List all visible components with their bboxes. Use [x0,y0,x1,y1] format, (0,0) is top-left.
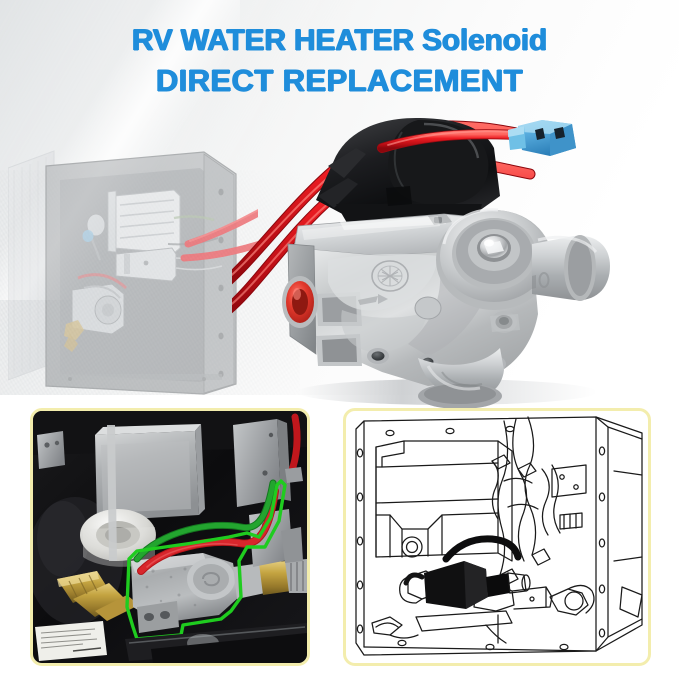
brass-gas-fitting [57,571,139,621]
installation-photo-panel [30,408,310,666]
red-port-plug [282,276,318,328]
bottom-outlet-elbow [418,348,504,409]
hero-product-solenoid-valve [216,104,662,409]
side-tube-ports [490,311,520,333]
solenoid-component-highlight [403,535,522,609]
blue-spade-connector [508,120,576,156]
cast-number-mark [532,272,550,289]
headline-line-1: RV WATER HEATER Solenoid [0,26,679,56]
regulator-cap-assembly [436,208,552,310]
headline-accent-text: Solenoid [422,24,548,57]
ghost-water-heater-illustration [7,148,264,398]
headline-line-2: DIRECT REPLACEMENT [155,63,524,98]
headline-block: RV WATER HEATER Solenoid DIRECT REPLACEM… [0,26,679,98]
technical-diagram-panel [343,408,651,666]
headline-main-text: RV WATER HEATER [131,24,414,57]
cast-logo-medallion [371,260,409,292]
outlet-barrel-right [532,235,610,301]
warning-label-sticker [35,621,107,661]
installed-gas-valve [131,553,239,633]
